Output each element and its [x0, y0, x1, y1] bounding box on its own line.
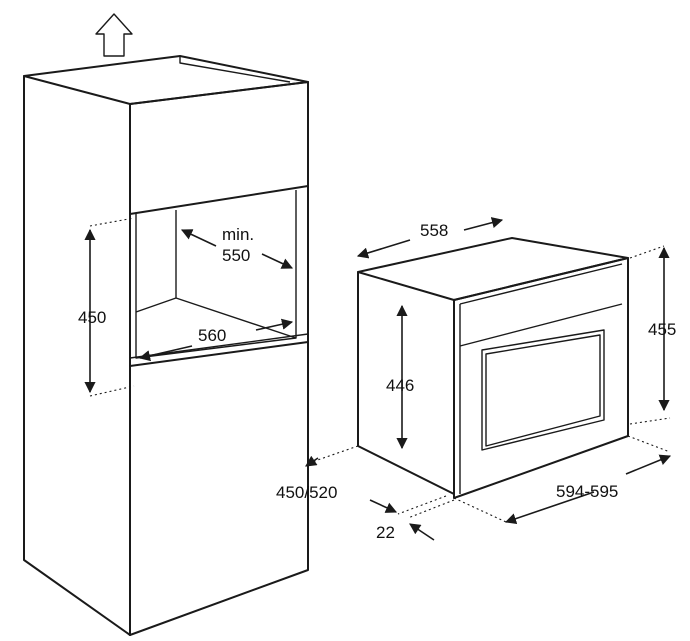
- oven-width-label: 558: [420, 221, 449, 240]
- up-arrow-icon: [95, 13, 133, 57]
- cabinet-dimension-lines: [84, 217, 294, 397]
- niche-width-label: 560: [198, 326, 227, 345]
- oven-depth-label: 450/520: [276, 483, 338, 502]
- oven-front-height-label: 455: [648, 320, 677, 339]
- niche-min-label: min.: [222, 225, 255, 244]
- front-thickness-label: 22: [376, 523, 395, 542]
- oven: [357, 237, 629, 499]
- front-width-label: 594-595: [556, 482, 619, 501]
- cabinet: [23, 55, 309, 636]
- niche-depth-label: 550: [222, 246, 251, 265]
- oven-dimension-lines: [305, 217, 672, 541]
- oven-body-height-label: 446: [386, 376, 415, 395]
- niche-height-label: 450: [78, 308, 107, 327]
